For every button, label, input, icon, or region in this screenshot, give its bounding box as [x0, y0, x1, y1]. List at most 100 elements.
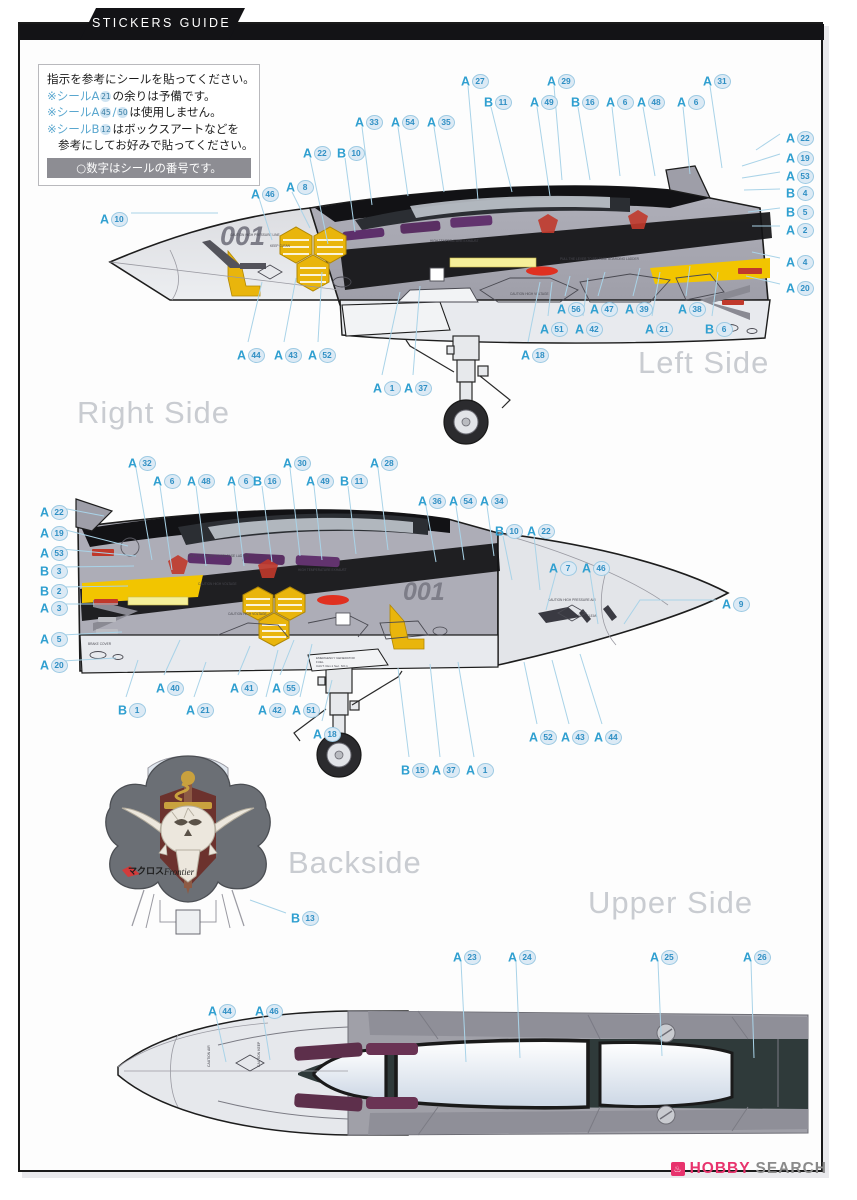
callout-letter: A: [786, 151, 796, 166]
callout-number: 4: [796, 255, 814, 270]
callout-number: 41: [240, 681, 258, 696]
callout-letter: B: [571, 95, 581, 110]
instruction-line-5: 参考にしてお好みで貼ってください。: [58, 138, 254, 152]
callout-letter: B: [786, 205, 796, 220]
callout-number: 55: [282, 681, 300, 696]
callout-number: 44: [218, 1004, 236, 1019]
watermark-word-2: SEARCH: [755, 1160, 827, 1177]
callout-letter: A: [561, 730, 571, 745]
callout-letter: A: [703, 74, 713, 89]
svg-text:CAUTION HIGH PRESSURE LINE: CAUTION HIGH PRESSURE LINE: [230, 233, 280, 237]
callout-number: 42: [268, 703, 286, 718]
callout-letter: A: [313, 727, 323, 742]
callout-number: 16: [263, 474, 281, 489]
callout-number: 22: [537, 524, 555, 539]
callout-number: 9: [732, 597, 750, 612]
callout-number: 35: [437, 115, 455, 130]
callout-number: 13: [301, 911, 319, 926]
callout-number: 49: [540, 95, 558, 110]
sticker-num-21: 21: [100, 90, 112, 102]
callout-letter: A: [637, 95, 647, 110]
callout-letter: B: [340, 474, 350, 489]
callout-letter: A: [606, 95, 616, 110]
callout-letter: A: [449, 494, 459, 509]
sticker-num-12: 12: [100, 123, 112, 135]
instruction-line-2-suffix: の余りは予備です。: [112, 88, 216, 103]
svg-text:HIGH TEMPERATURE EXHAUST: HIGH TEMPERATURE EXHAUST: [430, 239, 479, 243]
callout-number: 40: [166, 681, 184, 696]
callout-letter: A: [529, 730, 539, 745]
callout-letter: A: [480, 494, 490, 509]
callout-number: 1: [476, 763, 494, 778]
svg-text:CAUTION KEEP: CAUTION KEEP: [257, 1041, 261, 1067]
callout-number: 25: [660, 950, 678, 965]
callout-number: 51: [550, 322, 568, 337]
callout-letter: A: [292, 703, 302, 718]
callout-letter: A: [286, 180, 296, 195]
callout-number: 48: [647, 95, 665, 110]
callout-number: 46: [261, 187, 279, 202]
callout-number: 6: [687, 95, 705, 110]
hobby-search-watermark: ♨ HOBBY SEARCH: [670, 1160, 827, 1178]
view-title-upper-side: Upper Side: [588, 885, 754, 920]
callout-number: 30: [293, 456, 311, 471]
callout-letter: A: [547, 74, 557, 89]
callout-letter: A: [549, 561, 559, 576]
callout-number: 52: [539, 730, 557, 745]
instruction-line-4-suffix: はボックスアートなどを: [112, 121, 239, 136]
callout-letter: A: [128, 456, 138, 471]
callout-number: 28: [380, 456, 398, 471]
callout-number: 53: [50, 546, 68, 561]
instruction-line-3-sep: /: [112, 105, 117, 119]
callout-letter: A: [272, 681, 282, 696]
callout-number: 47: [600, 302, 618, 317]
upper-side-aircraft-art: CAUTION AIR CAUTION KEEP: [117, 1005, 818, 1165]
callout-number: 6: [616, 95, 634, 110]
callout-number: 20: [50, 658, 68, 673]
callout-number: 48: [197, 474, 215, 489]
callout-letter: A: [355, 115, 365, 130]
instruction-line-4-prefix: ※シールB: [47, 121, 100, 136]
callout-number: 11: [494, 95, 512, 110]
sticker-num-45: 45: [100, 107, 112, 118]
callout-number: 46: [265, 1004, 283, 1019]
callout-letter: A: [540, 322, 550, 337]
callout-number: 54: [401, 115, 419, 130]
callout-number: 27: [471, 74, 489, 89]
callout-letter: A: [391, 115, 401, 130]
header-tab: [80, 8, 245, 40]
callout-number: 6: [163, 474, 181, 489]
instruction-line-1: 指示を参考にシールを貼ってください。: [47, 72, 255, 86]
view-title-left-side: Left Side: [638, 345, 770, 380]
svg-text:PULL THE LEVER TO RELEASE BOAR: PULL THE LEVER TO RELEASE BOARDING LADDE…: [560, 257, 640, 261]
callout-letter: A: [786, 169, 796, 184]
svg-text:CAUTION HIGH VOLTAGE: CAUTION HIGH VOLTAGE: [198, 582, 237, 586]
